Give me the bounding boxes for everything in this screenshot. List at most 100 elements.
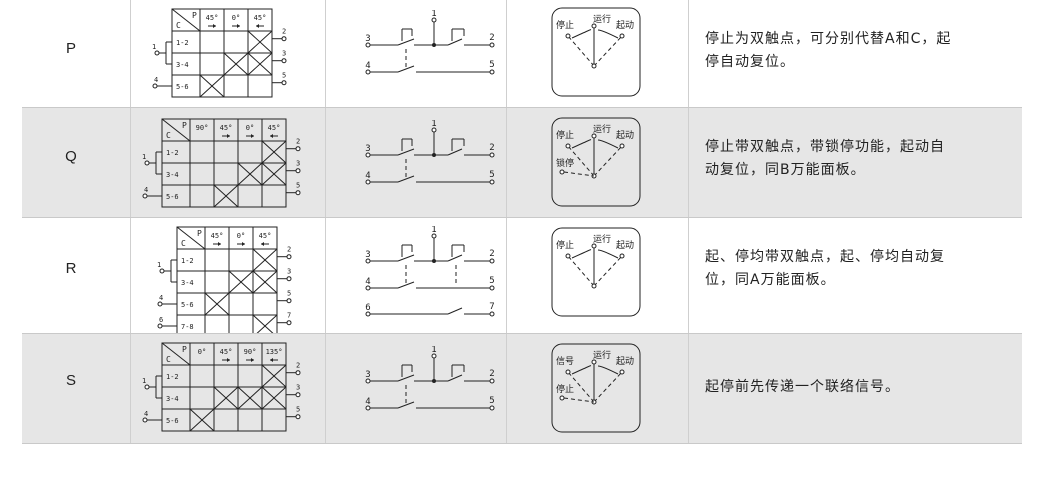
wire-line [447,254,463,262]
angle-label: 45° [254,14,267,22]
terminal-node [591,133,597,139]
contact-label: 1-2 [166,149,179,157]
terminal-label: 4 [144,410,148,418]
dial-left-label: 停止 [556,19,574,31]
corner-label-c: C [181,239,186,248]
row-code: Q [65,148,77,165]
terminal-label: 2 [489,33,494,43]
terminal-label: 4 [159,294,163,302]
arrow-mark [270,358,273,362]
terminal-label: 3 [287,268,291,276]
dial-left-label: 停止 [556,239,574,251]
terminal-node [489,258,495,264]
terminal-node [565,33,571,39]
terminal-label: 5 [282,72,286,80]
terminal-node [489,152,495,158]
angle-label: 90° [244,348,257,356]
panel-frame [551,343,641,433]
dial-left-label: 信号 [556,355,574,367]
row-code: P [65,40,76,57]
wire-line [213,386,239,410]
wire-line [247,30,273,54]
wire-line [397,38,415,46]
junction-dot [432,379,436,383]
panel-frame [551,7,641,97]
wire-line [447,148,463,156]
contact-label: 5-6 [181,301,194,309]
arrow-mark [256,24,259,28]
terminal-node [489,405,495,411]
wire-line [447,374,463,382]
terminal-label: 5 [296,182,300,190]
wire-line [567,35,595,67]
dial-lower-label: 停止 [556,383,574,395]
terminal-label: 2 [489,369,494,379]
angle-label: 45° [259,232,272,240]
row-description: 起、停均带双触点，起、停均自动复位，同A万能面板。 [705,249,945,288]
row-description: 起停前先传递一个联络信号。 [705,379,900,395]
dial-right-label: 起动 [616,240,634,251]
terminal-node [565,143,571,149]
dial-panel-diagram: 运行停止起动 [551,7,641,97]
rotation-arc [597,139,619,149]
terminal-node [281,36,287,42]
rotation-arc [571,139,592,149]
wire-line [261,162,287,186]
terminal-label: 4 [365,171,370,181]
rotation-arc [597,249,619,259]
row-code: R [65,260,77,277]
wire-line [567,255,595,287]
terminal-label: 2 [296,362,300,370]
terminal-node [157,323,163,329]
terminal-node [295,370,301,376]
terminal-label: 1 [142,377,146,385]
row-description: 停止为双触点，可分别代替A和C，起停自动复位。 [705,31,952,70]
terminal-node [144,160,150,166]
terminal-node [591,359,597,365]
terminal-node [489,311,495,317]
terminal-node [159,268,165,274]
terminal-node [157,301,163,307]
terminal-label: 3 [365,34,370,44]
wire-line [397,65,415,73]
junction-dot [432,43,436,47]
terminal-node [142,193,148,199]
terminal-label: 3 [365,370,370,380]
terminal-label: 2 [282,28,286,36]
arrow-mark [218,242,221,246]
wire-line [397,254,415,262]
terminal-label: 3 [282,50,286,58]
terminal-node [295,392,301,398]
terminal-node [591,63,597,69]
contact-label: 3-4 [166,395,179,403]
contact-label: 5-6 [176,83,189,91]
corner-label-p: P [192,11,197,20]
angle-label: 0° [198,348,206,356]
angle-label: 0° [232,14,240,22]
terminal-label: 4 [154,76,158,84]
rotation-arc [571,365,592,375]
terminal-node [144,384,150,390]
terminal-label: 5 [489,396,494,406]
arrow-mark [242,242,245,246]
dial-right-label: 起动 [616,356,634,367]
row-code: S [65,372,76,389]
rotation-arc [597,29,619,39]
terminal-node [489,42,495,48]
wire-line [189,408,215,432]
contact-label: 3-4 [166,171,179,179]
junction-dot [432,153,436,157]
terminal-node [591,283,597,289]
dial-right-label: 起动 [616,20,634,31]
wire-line [397,175,415,183]
angle-label: 45° [211,232,224,240]
terminal-node [619,143,625,149]
angle-label: 45° [206,14,219,22]
